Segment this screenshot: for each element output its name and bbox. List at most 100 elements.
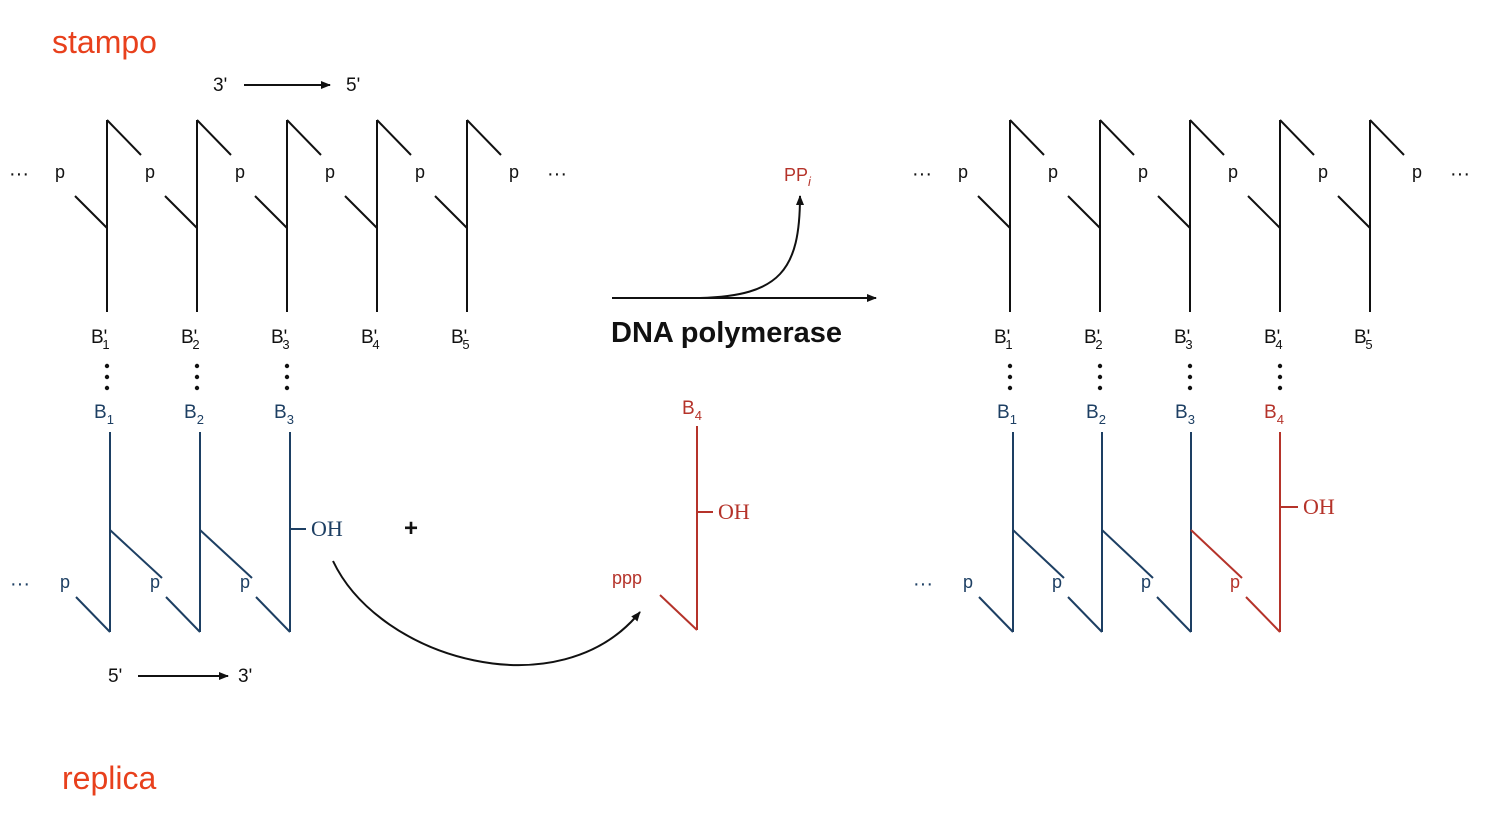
template-nucleotide: pB'4	[1228, 119, 1315, 391]
incoming-sugar-bond	[659, 594, 698, 631]
template-base-label: B'3	[271, 327, 290, 352]
backbone-bond	[1245, 596, 1281, 633]
plus-sign: +	[404, 515, 418, 542]
backbone-bond	[1099, 119, 1135, 156]
phosphodiester-bond	[74, 195, 108, 229]
phosphate-label: p	[1412, 162, 1422, 182]
phosphodiester-bond	[254, 195, 288, 229]
template-base-label: B'5	[1354, 327, 1373, 352]
phosphate-label: p	[150, 572, 160, 592]
backbone-bond	[978, 596, 1014, 633]
phosphate-label: p	[60, 572, 70, 592]
hydrogen-bond-dots	[1277, 363, 1283, 391]
backbone-bond	[196, 119, 232, 156]
backbone-bond	[376, 119, 412, 156]
phosphodiester-bond	[344, 195, 378, 229]
phosphodiester-bond	[1101, 529, 1154, 579]
primer-nucleotide: B1 p	[60, 402, 114, 633]
primer-base-label: B1	[997, 402, 1017, 427]
backbone-bond	[1369, 119, 1405, 156]
strand-ellipsis: ···	[912, 163, 932, 185]
phosphodiester-bond	[199, 529, 253, 579]
phosphate-label: p	[55, 162, 65, 182]
primer-base-label: B1	[94, 402, 114, 427]
pyrophosphate-release-arrow	[699, 195, 804, 299]
primer-3prime-hydroxyl: OH	[311, 516, 343, 541]
phosphate-label: p	[509, 162, 519, 182]
primer-nucleotide: B2 p	[109, 402, 204, 633]
phosphate-label: p	[1230, 572, 1240, 592]
template-strand-before: ···pB'1pB'2pB'3pB'4pB'5p···	[9, 119, 567, 391]
template-base-label: B'1	[994, 327, 1013, 352]
incoming-triphosphate: ppp	[612, 568, 642, 588]
reaction-arrow: PPi DNA polymerase	[611, 165, 877, 349]
hydrogen-bond-dots	[104, 363, 110, 391]
phosphodiester-bond	[164, 195, 198, 229]
phosphodiester-bond	[109, 529, 163, 579]
pyrophosphate-label: PPi	[784, 165, 812, 189]
template-nucleotide: pB'5	[1318, 119, 1405, 352]
template-nucleotide: pB'4	[325, 119, 412, 352]
template-base-label: B'5	[451, 327, 470, 352]
phosphodiester-bond	[1012, 529, 1065, 579]
strand-ellipsis: ···	[9, 163, 29, 185]
primer-base-label: B2	[1086, 402, 1106, 427]
phosphate-label: p	[1052, 572, 1062, 592]
phosphodiester-bond	[1190, 529, 1243, 579]
phosphate-label: p	[958, 162, 968, 182]
direction-5prime-label: 5'	[346, 75, 360, 96]
enzyme-label: DNA polymerase	[611, 317, 842, 349]
backbone-bond	[1009, 119, 1045, 156]
hydrogen-bond-dots	[284, 363, 290, 391]
template-base-label: B'4	[1264, 327, 1283, 352]
backbone-bond	[1189, 119, 1225, 156]
backbone-bond	[1279, 119, 1315, 156]
template-strand-label: stampo	[52, 24, 157, 60]
template-nucleotide: pB'2	[1048, 119, 1135, 391]
phosphate-label: p	[1141, 572, 1151, 592]
template-nucleotide: pB'1	[55, 119, 142, 391]
primer-nucleotide: B3 p	[199, 402, 294, 633]
phosphate-label: p	[235, 162, 245, 182]
primer-base-label: B3	[1175, 402, 1195, 427]
primer-nucleotide: B1p	[963, 402, 1017, 633]
phosphodiester-bond	[434, 195, 468, 229]
backbone-bond	[1067, 596, 1103, 633]
backbone-bond	[255, 596, 291, 633]
phosphate-label: p	[415, 162, 425, 182]
backbone-bond	[286, 119, 322, 156]
direction-3prime-label: 3'	[238, 666, 252, 687]
phosphate-label: p	[240, 572, 250, 592]
hydrogen-bond-dots	[1187, 363, 1193, 391]
product-3prime-hydroxyl: OH	[1303, 494, 1335, 519]
nucleophilic-attack-arrow	[332, 560, 641, 667]
primer-base-label: B4	[1264, 402, 1284, 427]
phosphate-label: p	[145, 162, 155, 182]
strand-ellipsis: ···	[1450, 163, 1470, 185]
incoming-hydroxyl: OH	[718, 499, 750, 524]
hydrogen-bond-dots	[194, 363, 200, 391]
backbone-bond	[106, 119, 142, 156]
backbone-bond	[75, 596, 111, 633]
template-nucleotide: pB'5	[415, 119, 502, 352]
template-strand-after: ··· pB'1 pB'2pB'3pB'4pB'5 p ···	[912, 119, 1470, 391]
primer-nucleotide: B3 p	[1101, 402, 1195, 633]
direction-3prime-label: 3'	[213, 75, 227, 96]
backbone-bond	[1156, 596, 1192, 633]
primer-base-label: B3	[274, 402, 294, 427]
primer-nucleotide: B4 p	[1190, 402, 1284, 633]
incoming-base-label: B4	[682, 398, 702, 423]
primer-base-label: B2	[184, 402, 204, 427]
template-base-label: B'2	[1084, 327, 1103, 352]
replica-strand-label: replica	[62, 760, 157, 796]
hydrogen-bond-dots	[1007, 363, 1013, 391]
template-nucleotide: pB'3	[1138, 119, 1225, 391]
phosphodiester-bond	[977, 195, 1011, 229]
bottom-direction-arrow: 5' 3'	[108, 666, 252, 687]
backbone-bond	[466, 119, 502, 156]
top-direction-arrow: 3' 5'	[213, 75, 360, 96]
backbone-bond	[165, 596, 201, 633]
